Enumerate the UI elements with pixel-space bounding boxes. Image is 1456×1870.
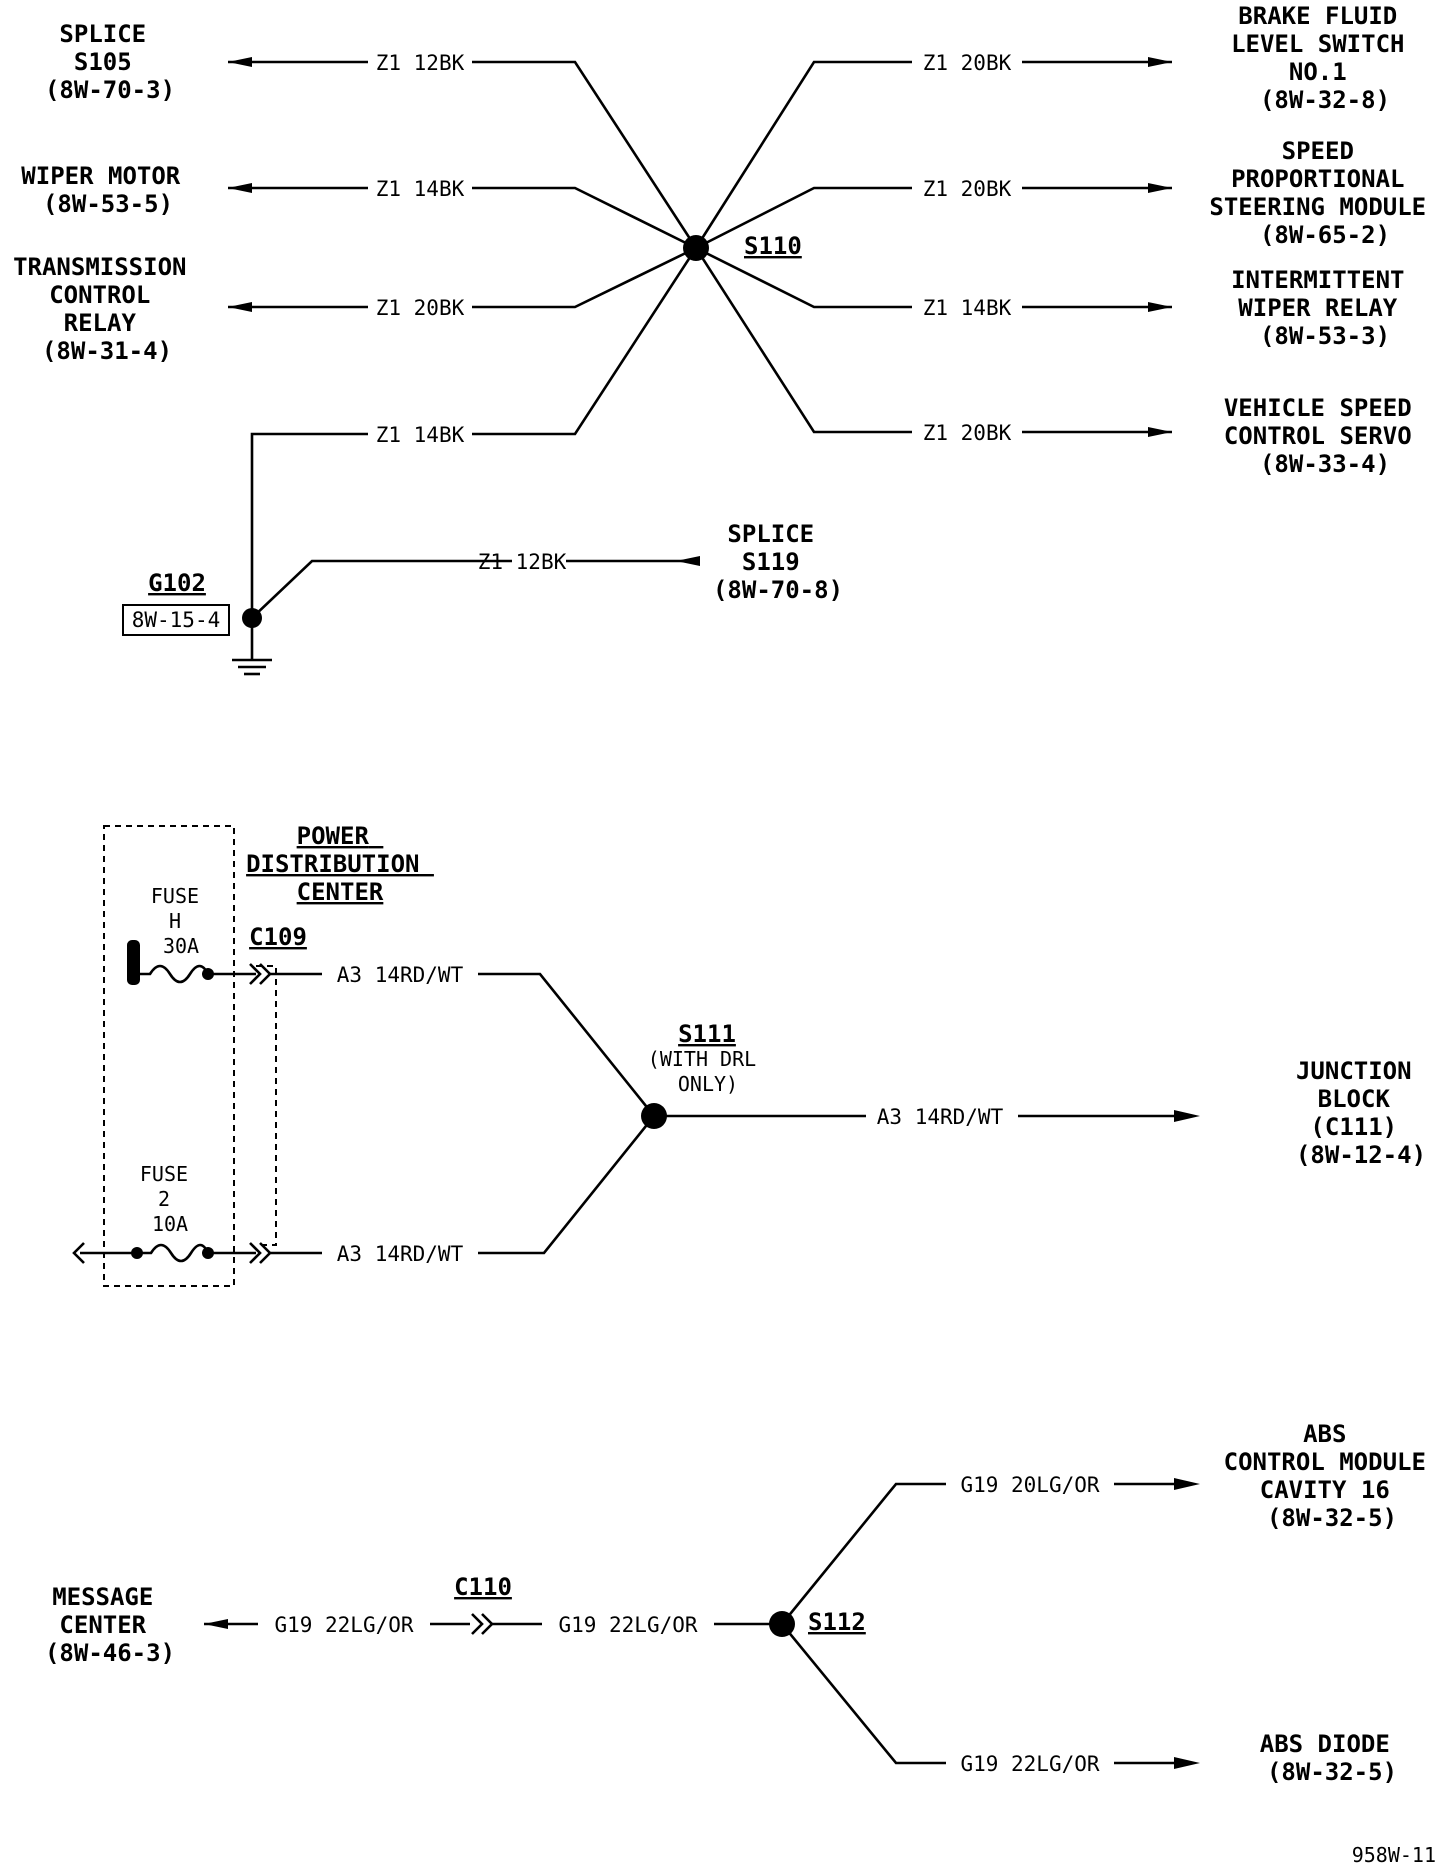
connector-c109-outline <box>256 965 277 1246</box>
fuse-h-icon <box>134 964 210 984</box>
arrow-abs-diode <box>1174 1757 1200 1769</box>
arrow-speed-servo <box>1148 427 1172 437</box>
wire-label: Z1 14BK <box>376 177 465 201</box>
arrow-tcr <box>228 302 252 312</box>
wire-wiper-relay-s110 <box>695 246 1172 309</box>
wire-label: G19 22LG/OR <box>960 1752 1099 1776</box>
fuse-h-label: FUSE H 30A <box>151 884 211 958</box>
wire-label: Z1 20BK <box>923 51 1012 75</box>
wire-label: Z1 12BK <box>478 550 567 574</box>
component-wiper-motor: WIPER MOTOR (8W-53-5) <box>21 162 194 218</box>
component-abs-control-module: ABS CONTROL MODULE CAVITY 16 (8W-32-5) <box>1224 1420 1441 1532</box>
fuse-2-icon <box>137 1243 210 1263</box>
wire-label: Z1 14BK <box>923 296 1012 320</box>
pdc-label: POWER DISTRIBUTION CENTER <box>246 822 434 906</box>
component-transmission-control-relay: TRANSMISSION CONTROL RELAY (8W-31-4) <box>13 253 201 365</box>
arrow-wiper-relay <box>1148 302 1172 312</box>
wire-label: Z1 12BK <box>376 51 465 75</box>
wire-label: G19 22LG/OR <box>274 1613 413 1637</box>
pdc-outline <box>103 825 235 1287</box>
arrow-steering-module <box>1148 183 1172 193</box>
wire-label: Z1 20BK <box>376 296 465 320</box>
wire-s112-abs-module <box>780 1482 1186 1625</box>
component-splice-s105: SPLICE S105 (8W-70-3) <box>45 20 175 104</box>
wire-s112-abs-diode <box>780 1623 1186 1765</box>
abs-signal-section: MESSAGE CENTER (8W-46-3) G19 22LG/OR C11… <box>45 1420 1441 1786</box>
wire-g102-s119 <box>251 559 700 619</box>
wire-label: A3 14RD/WT <box>337 1242 464 1266</box>
component-brake-fluid-switch: BRAKE FLUID LEVEL SWITCH NO.1 (8W-32-8) <box>1231 2 1419 114</box>
connector-c109-label: C109 <box>249 923 307 951</box>
component-abs-diode: ABS DIODE (8W-32-5) <box>1260 1730 1405 1786</box>
fuse-2-label: FUSE 2 10A <box>140 1162 200 1236</box>
wire-label: Z1 14BK <box>376 423 465 447</box>
splice-s112-label: S112 <box>808 1608 866 1636</box>
connector-c110-pin <box>471 1613 494 1635</box>
arrow-junction-block <box>1174 1110 1200 1122</box>
ground-ref-box <box>122 604 230 636</box>
connector-c110-label: C110 <box>454 1573 512 1601</box>
ground-g102-label: G102 <box>148 569 206 597</box>
arrow-s105 <box>228 57 252 67</box>
component-steering-module: SPEED PROPORTIONAL STEERING MODULE (8W-6… <box>1209 137 1440 249</box>
splice-s111-label: S111 <box>678 1020 736 1048</box>
component-message-center: MESSAGE CENTER (8W-46-3) <box>45 1583 175 1667</box>
power-distribution-section: POWER DISTRIBUTION CENTER FUSE H 30A FUS… <box>72 822 1426 1287</box>
wire-label: Z1 20BK <box>923 177 1012 201</box>
arrow-brake-fluid <box>1148 57 1172 67</box>
component-vehicle-speed-servo: VEHICLE SPEED CONTROL SERVO (8W-33-4) <box>1224 394 1426 478</box>
wire-steering-module-s110 <box>695 186 1172 250</box>
wire-brake-fluid-s110 <box>694 60 1172 249</box>
ground-ref-label: 8W-15-4 <box>132 608 221 632</box>
wire-label: A3 14RD/WT <box>337 963 464 987</box>
fuse-2-input-arrow <box>72 1242 85 1264</box>
wire-speed-servo-s110 <box>694 247 1172 434</box>
ground-icon <box>232 618 272 676</box>
wire-c109-top <box>270 972 656 1117</box>
wire-label: A3 14RD/WT <box>877 1105 1004 1129</box>
arrow-wiper-motor <box>228 183 252 193</box>
splice-s110-label: S110 <box>744 232 802 260</box>
component-junction-block: JUNCTION BLOCK (C111) (8W-12-4) <box>1296 1057 1426 1169</box>
component-splice-s119: SPLICE S119 (8W-70-8) <box>713 520 843 604</box>
splice-s110-dot <box>683 235 709 261</box>
splice-s111-note: (WITH DRL ONLY) <box>648 1047 768 1096</box>
fuse-h-terminal <box>127 940 140 985</box>
wire-label: G19 22LG/OR <box>558 1613 697 1637</box>
arrow-abs-module <box>1174 1478 1200 1490</box>
wire-c109-bottom <box>270 1115 656 1255</box>
wire-label: Z1 20BK <box>923 421 1012 445</box>
wire-s105-s110 <box>228 60 698 249</box>
figure-id: 958W-11 <box>1352 1843 1436 1867</box>
wire-g102-s110 <box>250 247 698 618</box>
component-intermittent-wiper-relay: INTERMITTENT WIPER RELAY (8W-53-3) <box>1231 266 1419 350</box>
wire-label: G19 20LG/OR <box>960 1473 1099 1497</box>
arrow-s119 <box>676 556 700 566</box>
ground-circuit-section: S110 Z1 12BK Z1 14BK Z1 20BK Z1 14BK Z1 … <box>13 2 1440 676</box>
